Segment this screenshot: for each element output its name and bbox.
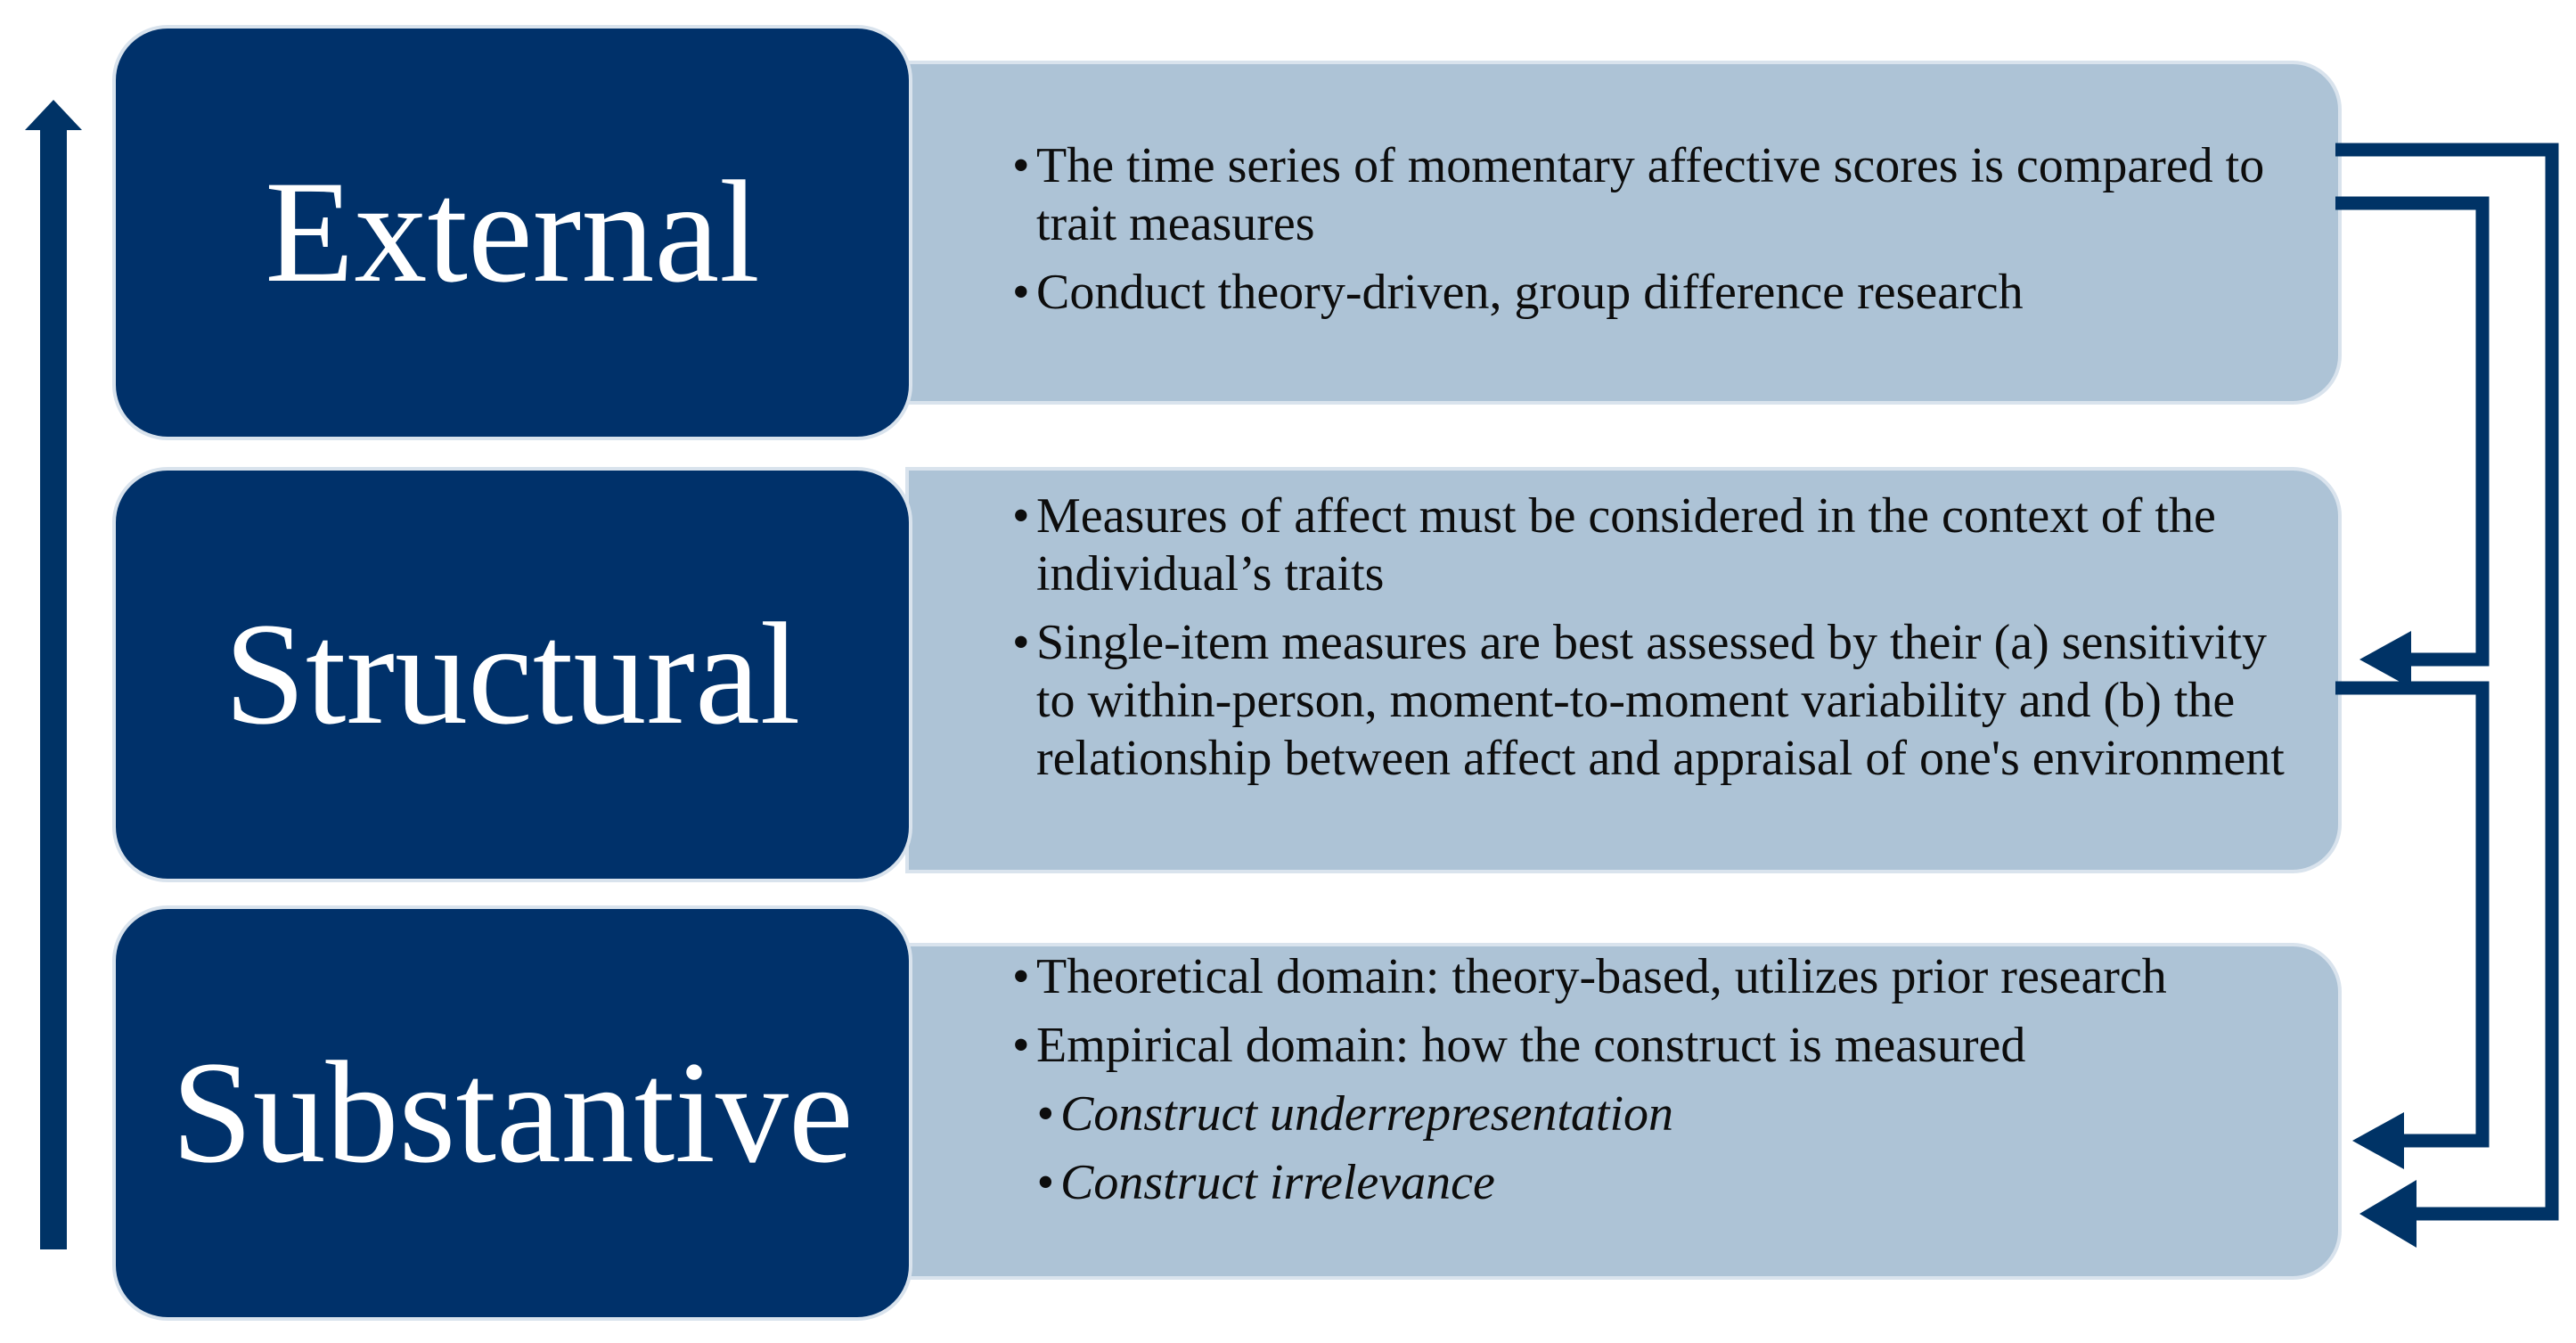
bullet-item: •Conduct theory-driven, group difference… (1012, 264, 2304, 322)
bullet-text: Theoretical domain: theory-based, utiliz… (1036, 949, 2167, 1004)
connector-external-to-structural (2335, 196, 2490, 667)
stage-title: External (265, 151, 760, 313)
connector-structural-to-substantive (2335, 681, 2490, 1148)
arrow-up-icon (25, 100, 82, 130)
bullet-text: Empirical domain: how the construct is m… (1036, 1018, 2026, 1073)
panel-substantive (905, 943, 2342, 1280)
bullet-text: Construct underrepresentation (1060, 1086, 1674, 1142)
bullet-icon: • (1012, 615, 1030, 670)
bullet-item: •Empirical domain: how the construct is … (1012, 1017, 2304, 1075)
bullets-substantive: •Theoretical domain: theory-based, utili… (1012, 948, 2304, 1223)
bullet-icon: • (1012, 1018, 1030, 1073)
bullet-icon: • (1012, 265, 1030, 320)
bullet-text: Construct irrelevance (1060, 1155, 1495, 1210)
arrow-left-icon (2359, 631, 2411, 688)
sub-bullet-item: •Construct irrelevance (1012, 1154, 2304, 1212)
bullet-icon: • (1012, 488, 1030, 544)
panel-external (905, 61, 2342, 405)
bullet-item: •Theoretical domain: theory-based, utili… (1012, 948, 2304, 1006)
arrow-left-icon (2359, 1180, 2417, 1248)
bullet-item: •The time series of momentary affective … (1012, 137, 2304, 253)
connector-external-to-substantive (2335, 143, 2559, 1221)
sub-bullet-item: •Construct underrepresentation (1012, 1085, 2304, 1143)
bullet-icon: • (1036, 1086, 1054, 1142)
side-arrow-group (25, 100, 82, 1249)
bullet-text: Conduct theory-driven, group difference … (1036, 265, 2024, 320)
stage-title: Substantive (171, 1032, 854, 1193)
bullet-text: The time series of momentary affective s… (1036, 138, 2265, 251)
stage-card-external: External (112, 25, 912, 440)
feedback-arrows (2335, 143, 2559, 1221)
bullet-item: •Measures of affect must be considered i… (1012, 487, 2304, 603)
bullet-icon: • (1012, 949, 1030, 1004)
stage-card-substantive: Substantive (112, 905, 912, 1321)
arrow-left-icon (2352, 1112, 2404, 1169)
bullets-structural: •Measures of affect must be considered i… (1012, 487, 2304, 788)
panel-structural (905, 467, 2342, 873)
bullet-icon: • (1036, 1155, 1054, 1210)
bullets-external: •The time series of momentary affective … (1012, 137, 2304, 322)
bullet-icon: • (1012, 138, 1030, 193)
stage-title: Structural (224, 594, 801, 755)
bullet-text: Measures of affect must be considered in… (1036, 488, 2216, 602)
progression-arrow-shaft (40, 123, 67, 1249)
bullet-text: Single-item measures are best assessed b… (1036, 615, 2285, 786)
stage-card-structural: Structural (112, 467, 912, 882)
bullet-item: •Single-item measures are best assessed … (1012, 614, 2304, 788)
